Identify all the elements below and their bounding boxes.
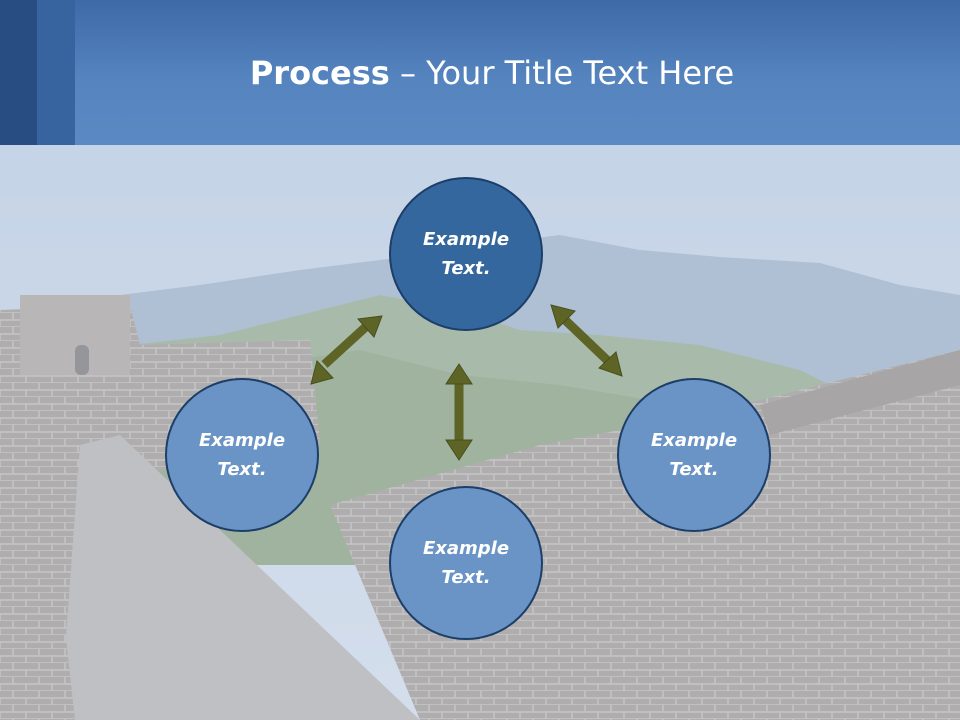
step-left-label: Example Text. [198,430,286,480]
step-top-label: Example Text. [422,229,510,279]
title-band: Process – Your Title Text Here [0,0,960,145]
process-step-bottom[interactable]: Example Text. [389,486,543,640]
accent-bar-medium [37,0,75,145]
process-step-right[interactable]: Example Text. [617,378,771,532]
title-rest: – Your Title Text Here [389,54,735,92]
process-step-top[interactable]: Example Text. [389,177,543,331]
title-bold: Process [249,54,390,92]
double-arrow-right[interactable] [550,304,623,377]
slide-title[interactable]: Process – Your Title Text Here [0,54,960,92]
double-arrow-center[interactable] [445,363,473,461]
accent-bar-dark [0,0,37,145]
step-right-label: Example Text. [650,430,738,480]
double-arrow-left[interactable] [310,315,383,385]
process-step-left[interactable]: Example Text. [165,378,319,532]
step-bottom-label: Example Text. [422,538,510,588]
